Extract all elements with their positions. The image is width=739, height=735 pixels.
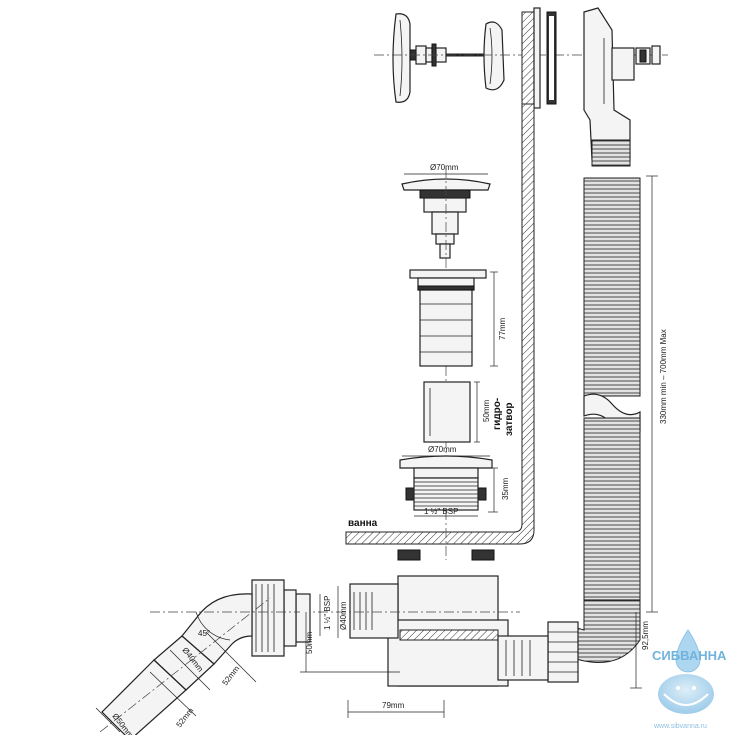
dim-h92: 92,5mm (641, 621, 650, 650)
label-bath: ванна (348, 518, 378, 529)
outlet-elbow (99, 579, 311, 735)
watermark-site: www.sibvanna.ru (653, 723, 707, 730)
label-water-seal-2: затвор (504, 402, 515, 436)
dim-h35: 35mm (501, 477, 510, 500)
trap-body (300, 549, 549, 687)
dim-d70-mid: Ø70mm (428, 445, 457, 454)
dim-d70-top: Ø70mm (430, 163, 459, 172)
water-drop-icon (675, 629, 701, 673)
dim-bsp-outlet: 1 ½" BSP (323, 596, 332, 630)
watermark: СИБВАННА www.sibvanna.ru (652, 629, 727, 730)
dim-h50-outlet: 50mm (305, 631, 314, 654)
dimension-lines (95, 173, 658, 733)
dim-l52b: 52mm (174, 706, 195, 729)
flexible-overflow-hose (547, 177, 641, 683)
waste-flange (399, 455, 493, 511)
watermark-brand: СИБВАННА (652, 648, 727, 663)
dim-h50: 50mm (482, 399, 491, 422)
overflow-cover-assembly (374, 13, 668, 103)
label-water-seal-1: гидро- (492, 398, 503, 430)
bath-wall-section (345, 7, 557, 545)
threaded-body (409, 269, 487, 367)
dim-hose-length: 330mm min – 700mm Max (659, 329, 668, 424)
dim-l52a: 52mm (220, 664, 241, 687)
bathtub-logo (658, 674, 714, 714)
dim-bsp-waste: 1 ½" BSP (424, 507, 458, 516)
plug-mechanism (401, 168, 491, 560)
dim-h77: 77mm (498, 317, 507, 340)
dim-d40-outlet: Ø40mm (339, 601, 348, 630)
water-seal-cylinder (423, 381, 471, 443)
overflow-elbow (583, 7, 661, 167)
dim-w79: 79mm (382, 701, 405, 710)
dim-angle45: 45° (198, 629, 210, 638)
